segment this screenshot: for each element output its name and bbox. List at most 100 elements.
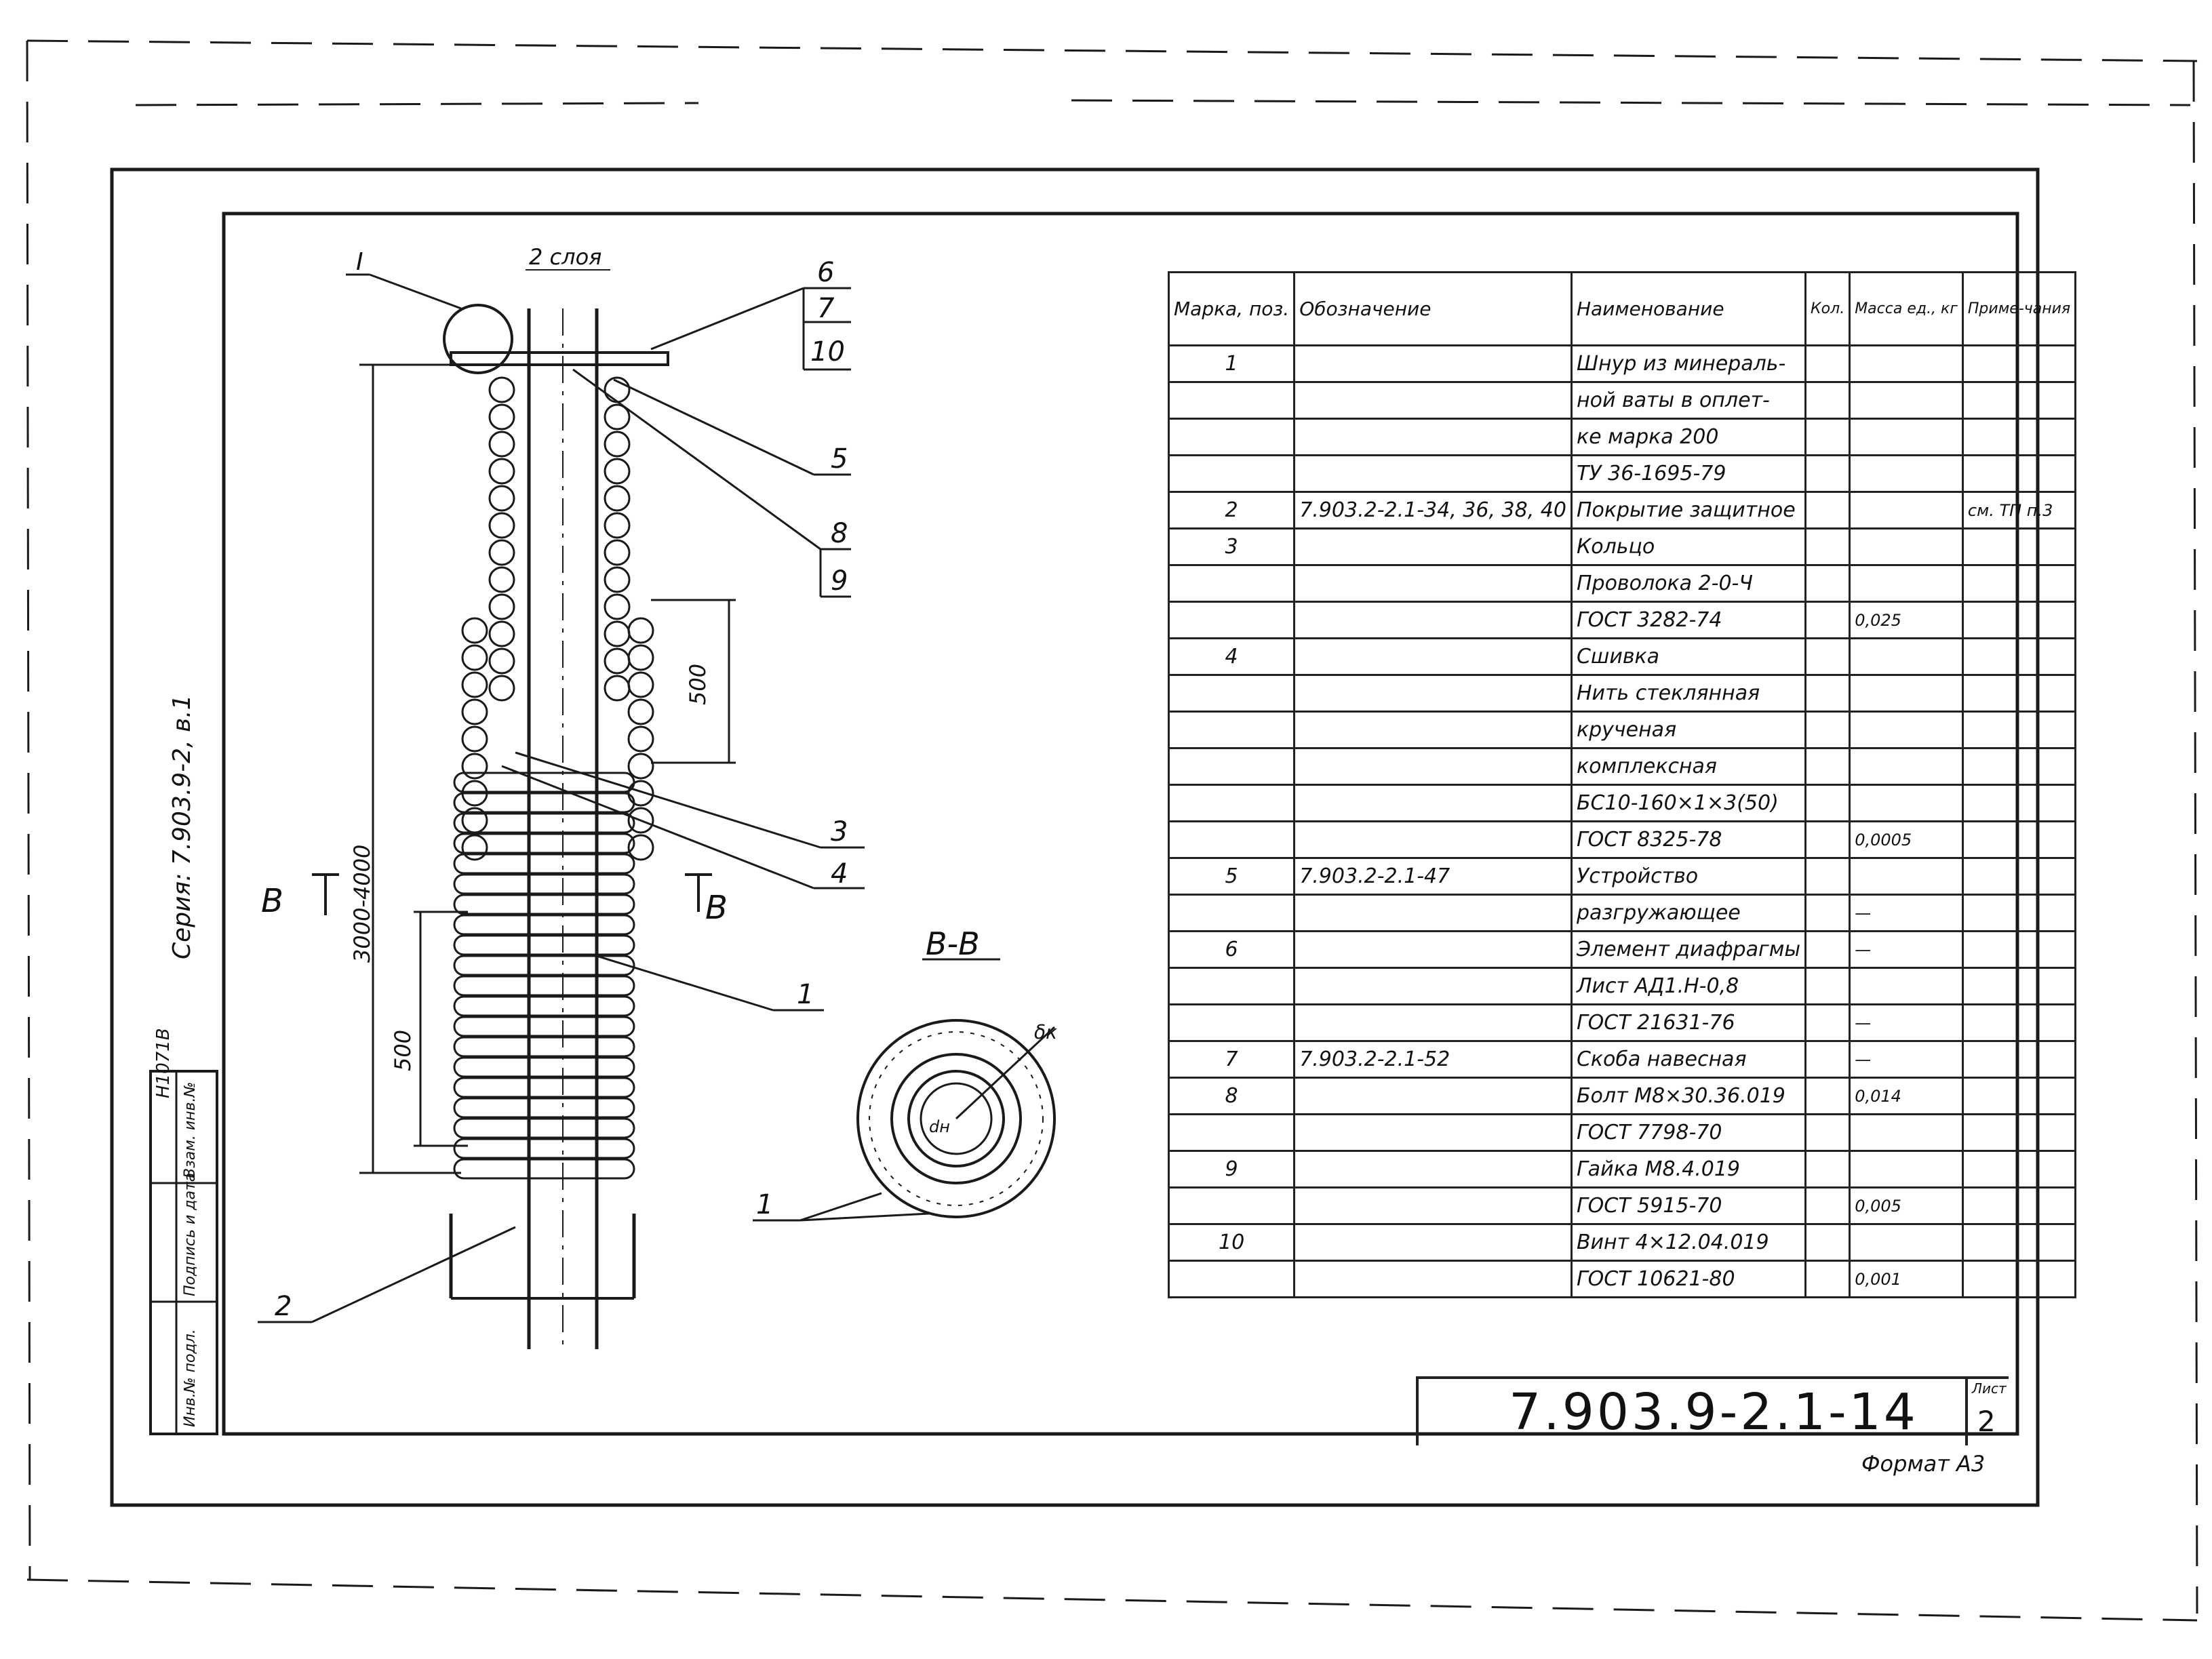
cell-mass: [1849, 637, 1964, 676]
cell-mass: [1849, 418, 1964, 456]
header-qty: Кол.: [1804, 271, 1851, 346]
rope-circle: [604, 512, 631, 539]
cell-mark: [1167, 454, 1296, 493]
cell-name: Гайка М8.4.019: [1570, 1150, 1807, 1188]
cell-mass: [1849, 747, 1964, 786]
cell-qty: [1804, 711, 1851, 749]
cell-qty: [1804, 637, 1851, 676]
section-view: [753, 958, 1056, 1222]
coil-turn: [453, 894, 635, 915]
cell-name: ной ваты в оплет-: [1570, 381, 1807, 420]
cell-notes: [1961, 1150, 2077, 1188]
rope-circle: [604, 566, 631, 593]
cell-qty: [1804, 601, 1851, 639]
section-mark-right: В: [705, 889, 728, 927]
coil-turn: [453, 1016, 635, 1037]
rope-circle-outer: [627, 698, 654, 725]
cell-mark: 6: [1167, 930, 1296, 969]
col-inv: Инв.№ подл.: [182, 1329, 199, 1427]
header-notes: Приме-чания: [1961, 271, 2077, 346]
cell-mark: 10: [1167, 1223, 1296, 1262]
cell-qty: [1804, 894, 1851, 932]
rope-circle: [604, 593, 631, 620]
cell-qty: [1804, 418, 1851, 456]
coil-turn: [453, 955, 635, 976]
coil-turn: [453, 1117, 635, 1139]
cell-notes: [1961, 711, 2077, 749]
table-row: Нить стеклянная: [1167, 674, 2077, 713]
rope-circle-outer: [627, 834, 654, 861]
rope-circle: [604, 458, 631, 485]
series-label: Серия: 7.903.9-2, в.1: [168, 694, 196, 959]
cell-mass: [1849, 711, 1964, 749]
coil-turn: [453, 1036, 635, 1058]
header-mark: Марка, поз.: [1167, 271, 1296, 346]
table-row: Проволока 2-0-Ч: [1167, 564, 2077, 603]
cell-notes: [1961, 1223, 2077, 1262]
cell-designation: 7.903.2-2.1-52: [1293, 1040, 1573, 1079]
cell-name: Винт 4×12.04.019: [1570, 1223, 1807, 1262]
cell-notes: [1961, 601, 2077, 639]
cell-qty: [1804, 527, 1851, 566]
cell-mark: 2: [1167, 491, 1296, 529]
cell-notes: [1961, 1260, 2077, 1298]
cell-mass: [1849, 527, 1964, 566]
section-label-dn: dн: [929, 1117, 950, 1136]
cell-name: ГОСТ 7798-70: [1570, 1113, 1807, 1152]
cell-mark: [1167, 784, 1296, 822]
cell-name: ГОСТ 8325-78: [1570, 820, 1807, 859]
cell-designation: [1293, 1077, 1573, 1115]
coil-turn: [453, 1077, 635, 1098]
table-row: крученая: [1167, 711, 2077, 749]
cell-qty: [1804, 381, 1851, 420]
rope-coils-bottom: [453, 772, 635, 1180]
cell-name: Болт М8×30.36.019: [1570, 1077, 1807, 1115]
cell-notes: [1961, 1113, 2077, 1152]
rope-circle-outer: [627, 671, 654, 698]
cell-mass: 0,025: [1849, 601, 1964, 639]
spec-header-row: Марка, поз. Обозначение Наименование Кол…: [1167, 271, 2077, 346]
header-designation: Обозначение: [1293, 271, 1573, 346]
cell-mass: [1849, 381, 1964, 420]
leader-label-4: 4: [831, 858, 848, 890]
cell-designation: [1293, 344, 1573, 383]
cell-notes: [1961, 344, 2077, 383]
leader-label-5: 5: [831, 443, 848, 475]
cell-designation: [1293, 1223, 1573, 1262]
cell-qty: [1804, 491, 1851, 529]
cell-notes: [1961, 820, 2077, 859]
cell-mark: [1167, 1113, 1296, 1152]
cell-notes: [1961, 894, 2077, 932]
header-name: Наименование: [1570, 271, 1807, 346]
coil-turn: [453, 914, 635, 936]
cell-notes: [1961, 381, 2077, 420]
table-row: БС10-160×1×3(50): [1167, 784, 2077, 822]
cell-notes: [1961, 930, 2077, 969]
coil-turn: [453, 772, 635, 793]
dim-500-bottom: 500: [390, 1030, 416, 1071]
cell-name: Покрытие защитное: [1570, 491, 1807, 529]
cell-name: ГОСТ 10621-80: [1570, 1260, 1807, 1298]
cell-mark: 8: [1167, 1077, 1296, 1115]
cell-designation: [1293, 564, 1573, 603]
cell-mass: [1849, 857, 1964, 896]
cell-designation: [1293, 784, 1573, 822]
cell-qty: [1804, 1040, 1851, 1079]
cell-name: ГОСТ 21631-76: [1570, 1003, 1807, 1042]
coil-turn: [453, 873, 635, 895]
rope-circle: [604, 539, 631, 566]
cell-mark: [1167, 564, 1296, 603]
cell-qty: [1804, 674, 1851, 713]
cell-mass: [1849, 1150, 1964, 1188]
cell-designation: [1293, 418, 1573, 456]
rope-circle: [604, 620, 631, 647]
callout-layers: 2 слоя: [529, 244, 601, 270]
cell-qty: [1804, 1260, 1851, 1298]
cell-designation: 7.903.2-2.1-34, 36, 38, 40: [1293, 491, 1573, 529]
